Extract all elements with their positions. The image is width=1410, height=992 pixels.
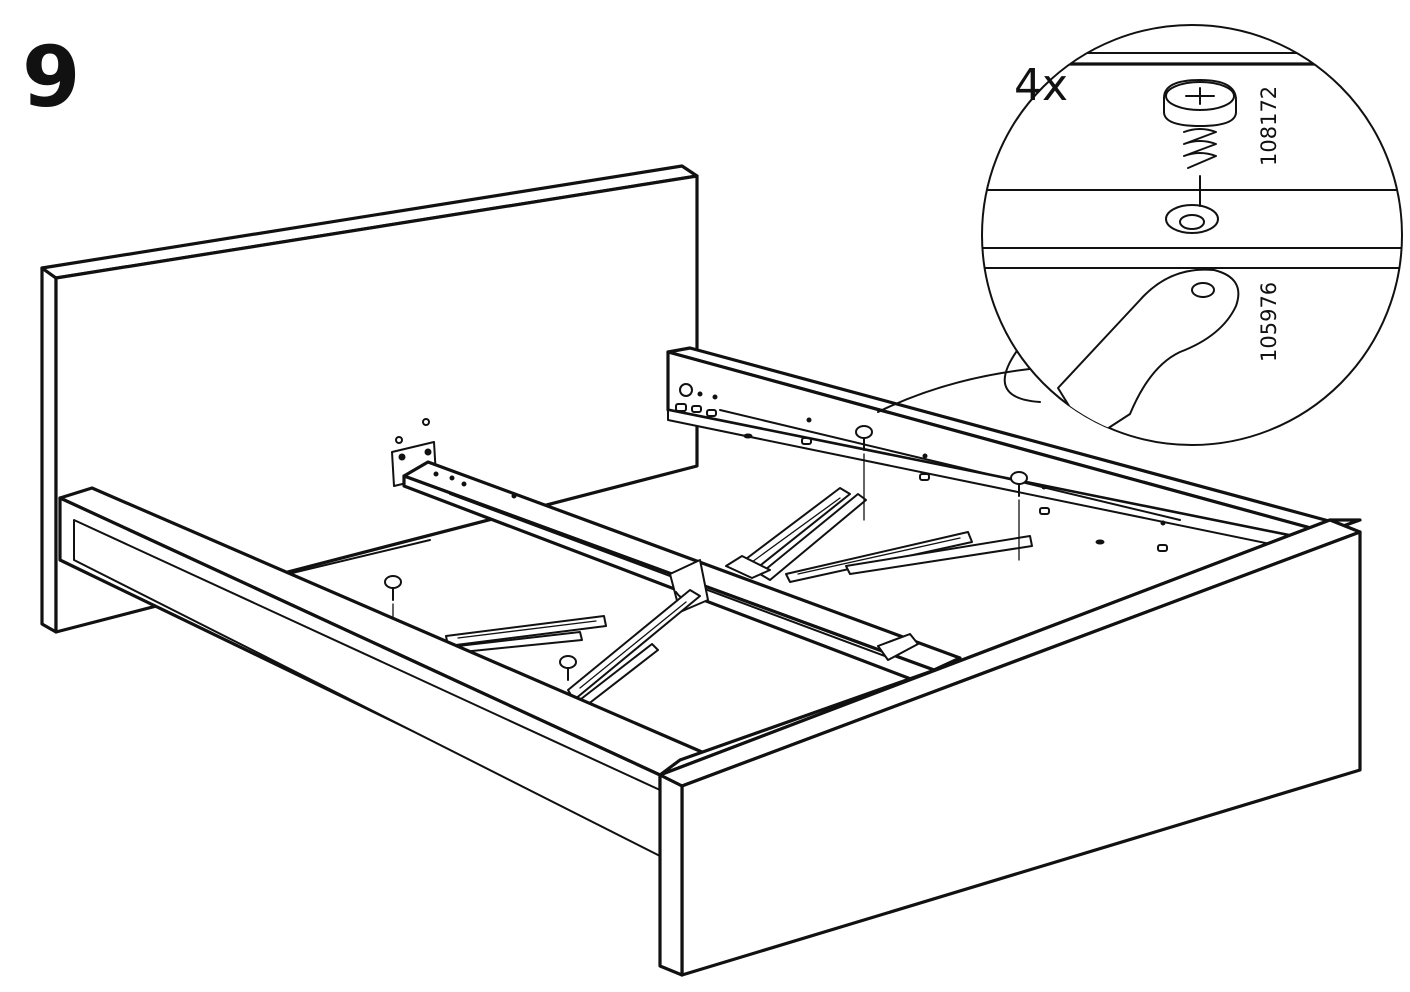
bracket-part-number: 105976 [1257, 282, 1281, 362]
quantity-label: 4x [1014, 60, 1068, 111]
screw-detail [1163, 79, 1237, 207]
screw-3 [855, 425, 873, 521]
footboard [658, 518, 1362, 977]
screw-1 [384, 575, 402, 625]
screw-part-number: 108172 [1257, 86, 1281, 166]
rail-holes [675, 383, 1168, 552]
screw-4 [1010, 471, 1028, 561]
step-number: 9 [22, 28, 80, 126]
bed-base-floor [287, 539, 1180, 765]
main-view-screws [384, 425, 1028, 681]
detail-callout: 4x 108172 105976 [877, 24, 1403, 446]
center-support-beam [391, 418, 962, 686]
screw-2 [559, 655, 577, 681]
support-legs [445, 487, 1033, 713]
headboard [40, 164, 699, 634]
